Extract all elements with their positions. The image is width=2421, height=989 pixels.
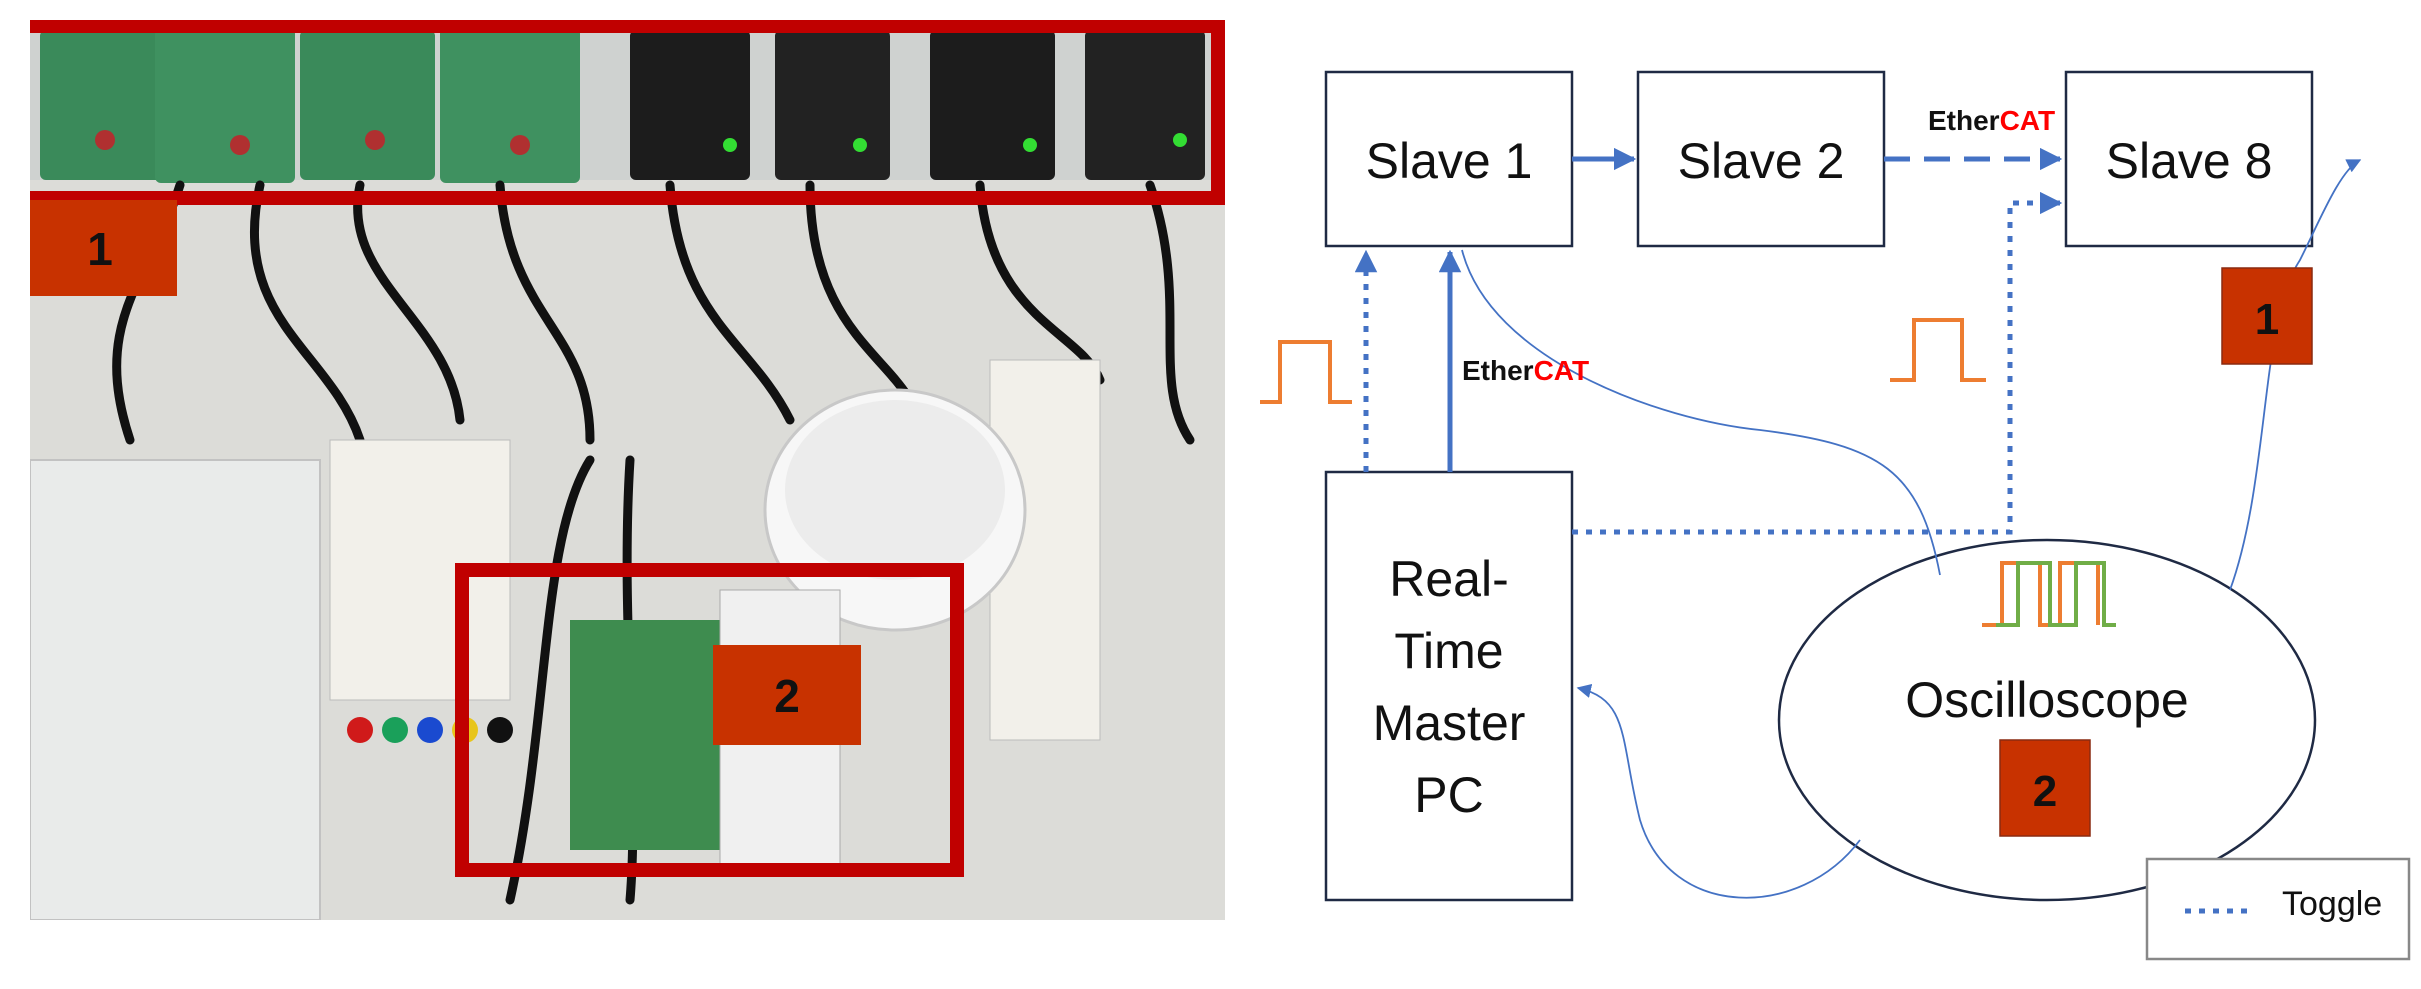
status-led [1173,133,1187,147]
badge-2-label: 2 [2033,767,2057,816]
region-2-label: 2 [774,670,800,722]
board-black-1 [630,30,750,180]
slave-2-label: Slave 2 [1678,133,1845,189]
probe-line-slave1 [1461,249,1941,576]
capacitor [95,130,115,150]
master-pc-line-3: Master [1373,695,1526,751]
capacitor [230,135,250,155]
status-led [723,138,737,152]
board-black-2 [775,30,890,180]
oscilloscope-waveform-icon [1982,561,2116,627]
region-1-frame [30,20,1225,205]
bowl-inner [785,400,1005,580]
cable [805,180,915,405]
cable [250,180,365,445]
oscilloscope-label: Oscilloscope [1905,672,2188,728]
jack-red [347,717,373,743]
slave-boards-row [40,28,1205,183]
cable [665,180,795,425]
slave-8-label: Slave 8 [2106,133,2273,189]
master-pc-line-4: PC [1414,767,1483,823]
board-green-1 [40,30,170,180]
jack-blue [417,717,443,743]
square-wave-left [1260,340,1352,404]
jack-green [382,717,408,743]
oscilloscope-block: Oscilloscope [1777,538,2317,902]
slave-1-label: Slave 1 [1366,133,1533,189]
legend-toggle-label: Toggle [2282,885,2382,923]
oscilloscope-ellipse [1777,538,2317,902]
hardware-photo: 1 2 [30,20,1225,920]
waveform-green [1996,561,2116,627]
legend: Toggle [2145,857,2411,961]
slave-1-box [1324,70,1574,248]
badge-2 [1999,739,2091,837]
probe-line-master [1576,683,1861,899]
master-pc-line-1: Real- [1389,551,1508,607]
slave-8-block: Slave 8 [2064,70,2314,248]
ethercat-prefix: Ether [1928,105,2000,136]
capacitor [510,135,530,155]
board-green-2 [155,28,295,183]
slave-2-box [1636,70,1886,248]
ethercat-suffix: CAT [2000,105,2055,136]
master-pc-box [1324,470,1574,902]
block-diagram: Slave 1 Slave 2 Slave 8 Real- Time Maste… [1260,70,2411,961]
region-1-badge [30,200,177,296]
square-wave-right [1890,318,1986,382]
master-pc-block: Real- Time Master PC [1324,470,1574,902]
board-green-4 [440,28,580,183]
slave-2-block: Slave 2 [1636,70,1886,248]
cable [505,455,595,905]
region-1-label: 1 [87,223,113,275]
ethercat-suffix: CAT [1534,355,1589,386]
region-2-badge [713,645,861,745]
slave-8-box [2064,70,2314,248]
badge-1 [2221,267,2313,365]
status-led [853,138,867,152]
ethercat-label-vertical: EtherCAT [1462,355,1589,386]
region-2-frame [455,563,964,877]
board-green-3 [300,30,435,180]
plastic-tray [30,459,321,920]
board-black-4 [1085,30,1205,180]
slave-1-block: Slave 1 [1324,70,1574,248]
toggle-master-to-slave8 [1572,191,2063,535]
cable [353,180,465,425]
ethercat-label-top: EtherCAT [1928,105,2055,136]
capacitor [365,130,385,150]
cable [495,180,595,445]
jack-black [487,717,513,743]
status-led [1023,138,1037,152]
badge-1-label: 1 [2255,295,2279,344]
master-pc-line-2: Time [1394,623,1503,679]
scope-adapter-board [570,620,730,850]
board-black-3 [930,30,1055,180]
ethercat-prefix: Ether [1462,355,1534,386]
cable [1145,180,1195,445]
